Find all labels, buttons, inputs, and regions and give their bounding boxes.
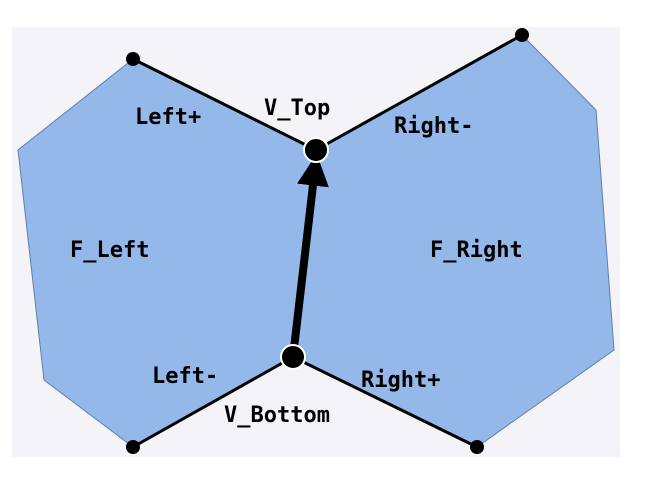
edge-right-minus — [315, 33, 523, 152]
central-edge-arrow — [289, 153, 329, 358]
label-vertex-top: V_Top — [264, 96, 330, 121]
label-face-left: F_Left — [70, 238, 149, 263]
label-right-minus: Right- — [394, 114, 473, 139]
vertex-top — [303, 137, 329, 163]
label-vertex-bottom: V_Bottom — [224, 403, 330, 428]
label-face-right: F_Right — [430, 238, 523, 263]
outer-vertex-top-left — [126, 52, 140, 66]
outer-vertex-bottom-right — [470, 440, 484, 454]
label-left-plus: Left+ — [135, 105, 201, 130]
edge-left-plus — [132, 57, 317, 152]
vertex-bottom — [280, 344, 306, 370]
edge-right-plus — [292, 355, 478, 449]
outer-vertex-top-right — [515, 28, 529, 42]
outer-vertex-bottom-left — [126, 440, 140, 454]
label-left-minus: Left- — [152, 364, 218, 389]
label-right-plus: Right+ — [361, 368, 440, 393]
edge-left-minus — [132, 355, 294, 449]
